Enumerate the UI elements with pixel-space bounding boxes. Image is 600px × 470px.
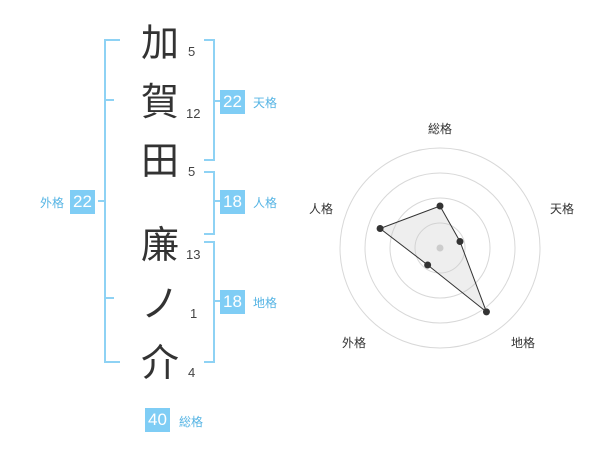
radar-axis-label-gaikaku: 外格 — [342, 336, 367, 350]
chikaku-label: 地格 — [253, 296, 278, 310]
radar-point-2 — [456, 238, 464, 246]
gaikaku-inner-tick-2 — [106, 297, 114, 299]
chikaku-bracket — [204, 241, 215, 363]
stroke-count-2: 12 — [186, 106, 201, 121]
radar-ring-1 — [414, 222, 466, 274]
jinkaku-bracket — [204, 171, 215, 235]
radar-ring-4 — [339, 147, 541, 349]
chikaku-bracket-tick — [213, 300, 221, 302]
name-char-1: 加 — [141, 21, 180, 65]
soukaku-badge: 40 — [145, 408, 170, 432]
stroke-count-5: 1 — [190, 306, 198, 321]
jinkaku-label: 人格 — [253, 196, 278, 210]
stroke-count-1: 5 — [188, 44, 196, 59]
chikaku-badge: 18 — [220, 290, 245, 314]
radar-point-4 — [424, 261, 432, 269]
gaikaku-badge: 22 — [70, 190, 95, 214]
radar-axis-label-chikaku: 地格 — [511, 336, 536, 350]
tenkaku-badge: 22 — [220, 90, 245, 114]
radar-axis-label-jinkaku: 人格 — [309, 202, 334, 216]
tenkaku-bracket-tick — [213, 100, 221, 102]
radar-axis-label-tenkaku: 天格 — [550, 202, 575, 216]
radar-ring-2 — [389, 197, 491, 299]
radar-polygon — [379, 205, 488, 314]
name-char-6: 介 — [141, 341, 180, 385]
radar-point-3 — [482, 308, 490, 316]
name-char-3: 田 — [141, 139, 180, 183]
gaikaku-inner-tick-1 — [106, 99, 114, 101]
gaikaku-label: 外格 — [40, 196, 65, 210]
jinkaku-bracket-tick — [213, 200, 221, 202]
jinkaku-badge: 18 — [220, 190, 245, 214]
stroke-count-3: 5 — [188, 164, 196, 179]
soukaku-label: 総格 — [179, 415, 204, 429]
radar-center-dot — [436, 244, 444, 252]
stroke-count-4: 13 — [186, 247, 201, 262]
name-char-4: 廉 — [141, 223, 180, 267]
name-char-5: ノ — [141, 282, 180, 326]
tenkaku-label: 天格 — [253, 96, 278, 110]
stroke-count-6: 4 — [188, 365, 196, 380]
radar-point-5 — [376, 225, 384, 233]
gaikaku-bracket-tick — [98, 200, 106, 202]
name-char-2: 賀 — [141, 80, 180, 124]
radar-point-1 — [436, 202, 444, 210]
radar-ring-3 — [364, 172, 516, 324]
radar-axis-label-soukaku: 総格 — [428, 122, 453, 136]
